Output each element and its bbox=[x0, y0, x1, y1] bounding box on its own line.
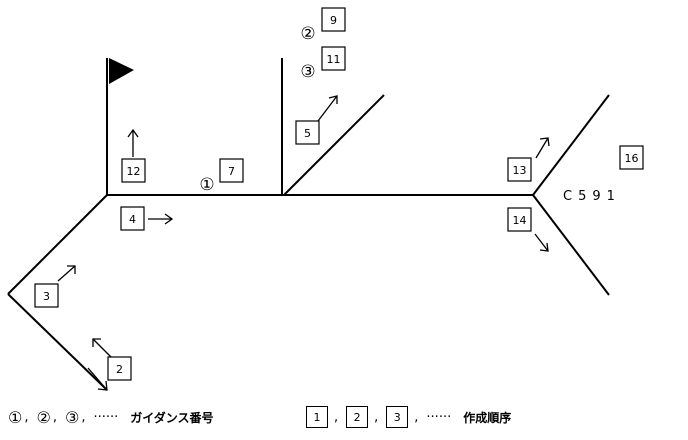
arrow-down-right-icon bbox=[87, 367, 108, 391]
step-box-label: 9 bbox=[330, 14, 337, 27]
guidance-mark: ② bbox=[300, 24, 315, 44]
step-box-label: 12 bbox=[127, 165, 141, 178]
arrow-up-left-icon bbox=[92, 338, 112, 358]
step-box-label: 7 bbox=[228, 165, 235, 178]
step-box-label: 13 bbox=[513, 164, 527, 177]
direction-arrows bbox=[57, 95, 550, 391]
pipe-lines bbox=[7, 58, 610, 391]
legend-guidance-mark: ③ bbox=[64, 407, 80, 427]
step-box-label: 11 bbox=[327, 53, 341, 66]
legend-separator: , bbox=[24, 409, 29, 425]
legend-order-box: 3 bbox=[386, 406, 409, 428]
legend-separator: , bbox=[52, 409, 57, 425]
step-box bbox=[120, 206, 145, 231]
arrow-down-right-icon bbox=[534, 233, 549, 252]
step-box-label: 3 bbox=[43, 290, 50, 303]
pipe-code-label: C591 bbox=[563, 189, 621, 204]
right-upper-branch-line bbox=[532, 94, 610, 196]
arrow-up-icon bbox=[127, 128, 139, 157]
step-box bbox=[295, 120, 320, 145]
legend-order-box: 1 bbox=[306, 406, 328, 428]
legend-guidance: ① , ② , ③ , ······ ガイダンス番号 bbox=[8, 404, 214, 430]
guidance-marks: ① ② ③ bbox=[199, 24, 315, 195]
legend-guidance-label: ガイダンス番号 bbox=[130, 410, 214, 425]
legend-order-box: 2 bbox=[346, 406, 369, 428]
step-box bbox=[219, 158, 244, 183]
arrow-up-right-icon bbox=[317, 95, 338, 122]
legend-order: 1 , 2 , 3 , ······ 作成順序 bbox=[306, 404, 511, 430]
step-box-label: 14 bbox=[513, 214, 527, 227]
right-lower-branch-line bbox=[532, 194, 610, 296]
legend-separator: , bbox=[81, 409, 86, 425]
arrow-right-icon bbox=[148, 213, 174, 225]
step-box bbox=[121, 158, 146, 183]
legend-separator: , bbox=[414, 409, 419, 425]
legend-separator: , bbox=[374, 409, 379, 425]
legend-order-label: 作成順序 bbox=[463, 410, 512, 425]
step-box bbox=[34, 283, 59, 308]
step-box bbox=[321, 7, 346, 32]
flag-icon bbox=[109, 58, 134, 84]
left-lower-branch-line bbox=[7, 293, 108, 391]
step-box-label: 4 bbox=[129, 213, 136, 226]
legend-guidance-mark: ② bbox=[36, 407, 51, 427]
left-upper-branch-line bbox=[7, 194, 108, 295]
arrow-up-right-icon bbox=[57, 265, 76, 282]
guidance-mark: ① bbox=[199, 175, 214, 195]
step-box bbox=[321, 46, 346, 71]
legend-dots: ······ bbox=[426, 409, 452, 425]
step-box bbox=[507, 157, 532, 182]
legend-guidance-mark: ① bbox=[8, 407, 23, 427]
legend-separator: , bbox=[334, 409, 339, 425]
legend-dots: ······ bbox=[93, 409, 119, 425]
guidance-mark: ③ bbox=[300, 62, 315, 82]
step-box bbox=[507, 207, 532, 232]
step-box-label: 2 bbox=[116, 363, 123, 376]
step-box bbox=[107, 356, 132, 381]
step-box-label: 5 bbox=[304, 127, 311, 140]
step-box bbox=[619, 145, 644, 170]
step-box-label: 16 bbox=[625, 152, 639, 165]
step-boxes bbox=[34, 7, 644, 381]
arrow-up-right-icon bbox=[535, 137, 550, 159]
diagonal-branch-line bbox=[283, 94, 385, 196]
step-box-labels: 7 9 11 12 4 5 3 2 13 14 16 bbox=[43, 14, 639, 376]
